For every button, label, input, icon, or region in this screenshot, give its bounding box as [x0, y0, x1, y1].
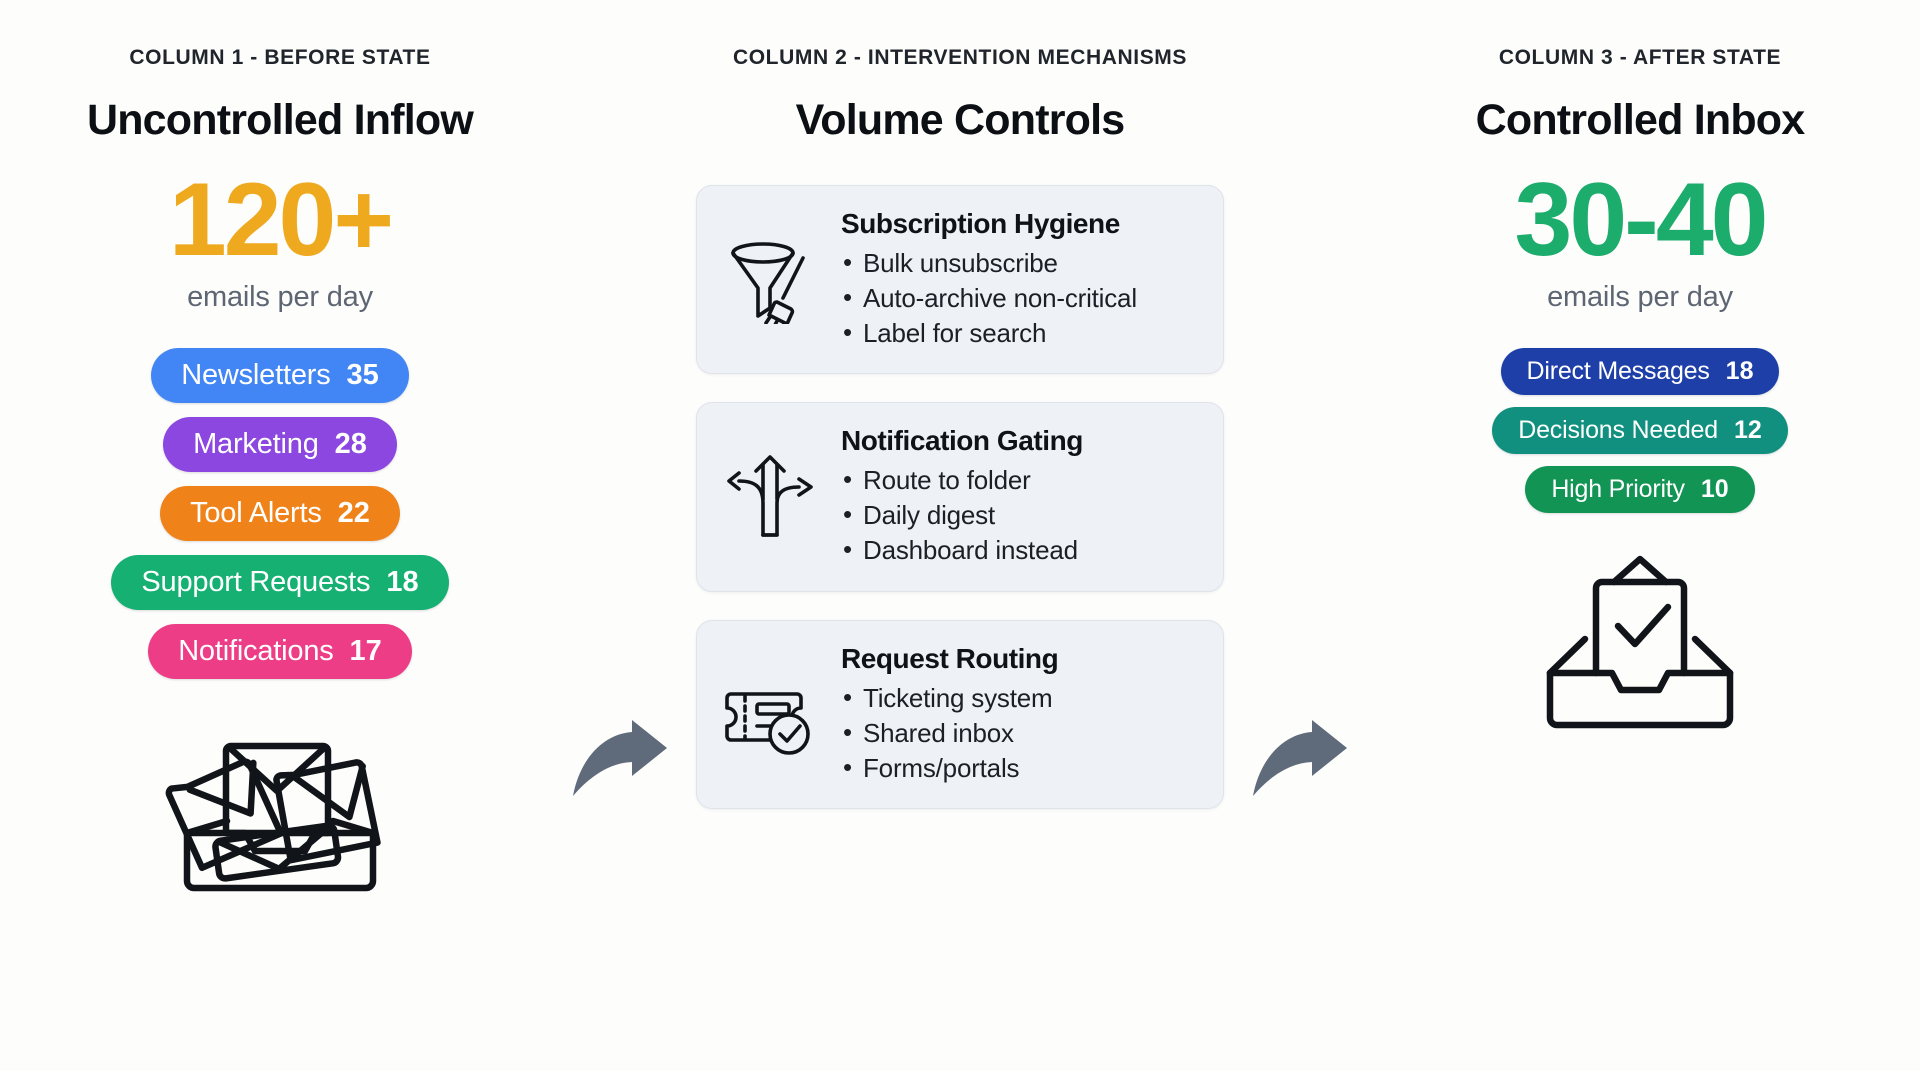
- mechanism-card-stack: Subscription Hygiene Bulk unsubscribeAut…: [680, 185, 1240, 809]
- column-2-title: Volume Controls: [795, 96, 1126, 144]
- pill-label: Tool Alerts: [190, 497, 322, 530]
- card-3-title: Request Routing: [841, 642, 1059, 674]
- card-bullet-item: Forms/portals: [841, 750, 1197, 786]
- pill-label: Support Requests: [141, 566, 371, 599]
- card-bullet-item: Label for search: [841, 315, 1197, 351]
- pill-value: 10: [1700, 475, 1729, 504]
- before-pill-3[interactable]: Support Requests 18: [111, 555, 449, 611]
- before-stat-block: 120+ emails per day: [168, 162, 394, 314]
- pill-value: 18: [386, 566, 419, 599]
- column-intervention-mechanisms: COLUMN 2 - INTERVENTION MECHANISMS Volum…: [680, 46, 1240, 809]
- three-way-arrows-icon: [723, 453, 819, 541]
- funnel-broom-icon: [723, 236, 819, 324]
- pill-label: Marketing: [193, 428, 319, 461]
- arrow-before-to-middle: [570, 718, 670, 800]
- pill-value: 12: [1733, 416, 1762, 445]
- column-before-state: COLUMN 1 - BEFORE STATE Uncontrolled Inf…: [0, 46, 560, 896]
- card-notification-gating[interactable]: Notification Gating Route to folderDaily…: [696, 402, 1224, 592]
- arrow-middle-to-after: [1250, 718, 1350, 800]
- after-stat-block: 30-40 emails per day: [1514, 162, 1769, 314]
- card-bullet-item: Daily digest: [841, 497, 1197, 533]
- card-bullet-item: Shared inbox: [841, 715, 1197, 751]
- column-1-eyebrow: COLUMN 1 - BEFORE STATE: [129, 46, 431, 69]
- before-stat-number: 120+: [168, 162, 394, 278]
- column-1-title: Uncontrolled Inflow: [86, 96, 474, 144]
- card-bullet-item: Dashboard instead: [841, 532, 1197, 568]
- card-subscription-hygiene[interactable]: Subscription Hygiene Bulk unsubscribeAut…: [696, 185, 1224, 375]
- card-2-body: Notification Gating Route to folderDaily…: [841, 425, 1197, 568]
- before-pill-1[interactable]: Marketing 28: [163, 417, 397, 473]
- before-pill-4[interactable]: Notifications 17: [148, 624, 412, 680]
- pill-label: Direct Messages: [1526, 357, 1710, 386]
- card-bullet-item: Auto-archive non-critical: [841, 280, 1197, 316]
- overflowing-inbox-icon: [165, 679, 395, 896]
- card-1-body: Subscription Hygiene Bulk unsubscribeAut…: [841, 208, 1197, 351]
- card-2-title: Notification Gating: [841, 425, 1083, 457]
- pill-label: Notifications: [178, 635, 334, 668]
- pill-label: Decisions Needed: [1518, 416, 1718, 445]
- after-pill-0[interactable]: Direct Messages 18: [1500, 348, 1780, 396]
- card-2-bullet-list: Route to folderDaily digestDashboard ins…: [841, 462, 1197, 568]
- card-3-body: Request Routing Ticketing systemShared i…: [841, 643, 1197, 786]
- card-1-title: Subscription Hygiene: [841, 208, 1120, 239]
- after-pill-2[interactable]: High Priority 10: [1525, 466, 1755, 514]
- column-after-state: COLUMN 3 - AFTER STATE Controlled Inbox …: [1360, 46, 1920, 730]
- before-pill-0[interactable]: Newsletters 35: [151, 348, 409, 404]
- column-3-eyebrow: COLUMN 3 - AFTER STATE: [1498, 46, 1782, 69]
- pill-value: 17: [349, 635, 382, 668]
- card-bullet-item: Bulk unsubscribe: [841, 245, 1197, 281]
- before-pill-2[interactable]: Tool Alerts 22: [160, 486, 400, 542]
- card-bullet-item: Ticketing system: [841, 680, 1197, 716]
- pill-label: Newsletters: [181, 359, 331, 392]
- pill-value: 28: [334, 428, 367, 461]
- after-stat-number: 30-40: [1514, 162, 1769, 278]
- card-3-bullet-list: Ticketing systemShared inboxForms/portal…: [841, 680, 1197, 786]
- pill-value: 35: [346, 359, 379, 392]
- ticket-check-icon: [723, 670, 819, 758]
- clean-inbox-check-icon: [1540, 513, 1740, 730]
- card-bullet-item: Route to folder: [841, 462, 1197, 498]
- column-2-eyebrow: COLUMN 2 - INTERVENTION MECHANISMS: [732, 46, 1188, 69]
- card-request-routing[interactable]: Request Routing Ticketing systemShared i…: [696, 619, 1224, 809]
- before-stat-caption: emails per day: [187, 281, 373, 314]
- pill-value: 22: [337, 497, 370, 530]
- after-stat-caption: emails per day: [1547, 281, 1733, 314]
- pill-label: High Priority: [1551, 475, 1685, 504]
- after-pill-1[interactable]: Decisions Needed 12: [1492, 407, 1788, 455]
- column-3-title: Controlled Inbox: [1475, 96, 1806, 144]
- pill-value: 18: [1725, 357, 1754, 386]
- card-1-bullet-list: Bulk unsubscribeAuto-archive non-critica…: [841, 245, 1197, 351]
